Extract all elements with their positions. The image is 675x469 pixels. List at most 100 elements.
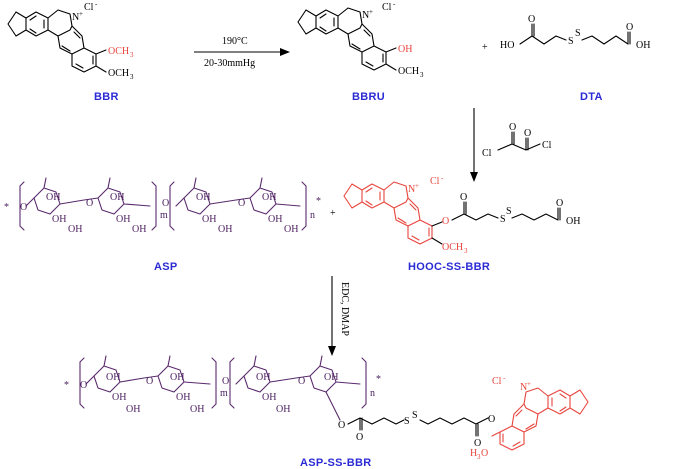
oxalyl-cl-left: Cl [482,148,492,159]
atom-label: O [20,202,27,213]
condition-temperature: 190°C [222,36,248,47]
atom-label: 3 [130,51,134,59]
atom-label: S [412,410,418,421]
atom-label: OH [126,404,140,415]
hooc-ss-bbr-structure: O O S S O OH OCH 3 N + Cl - [343,174,580,255]
atom-label: OH [202,214,216,225]
atom-label: S [506,206,512,217]
atom-label: OH [284,224,298,235]
atom-label: S [404,416,410,427]
atom-label: 3 [477,453,481,461]
oxalyl-o-left: O [509,122,516,133]
atom-label: S [500,214,506,225]
atom-label: OH [256,372,270,383]
atom-label: m [160,210,168,221]
disulfide-linker: O O S S O O [338,410,495,449]
atom-label: O [86,198,93,209]
asp-structure [19,177,307,231]
atom-label: O [460,192,467,203]
atom-label: N [520,382,527,393]
atom-label: O [338,420,345,431]
dta-s2: S [575,28,581,39]
atom-label: 3 [420,71,424,79]
bbr-och3-lower: OCH [108,68,129,79]
oxalyl-chloride: Cl Cl O O [482,122,552,159]
label-asp-ss-bbr: ASP-SS-BBR [300,457,371,469]
atom-label: 3 [130,73,134,81]
atom-label: OH [52,214,66,225]
atom-label: H [470,448,477,459]
atom-label: OH [196,192,210,203]
atom-label: O [80,380,87,391]
atom-label: Cl [492,376,502,387]
atom-label: n [370,388,375,399]
condition-coupling: EDC, DMAP [339,282,350,336]
asp-ss-bbr-berberine [491,387,589,451]
label-hooc-ss-bbr: HOOC-SS-BBR [408,261,490,273]
label-dta: DTA [580,91,603,103]
atom-label: * [4,202,9,213]
atom-label: O [162,198,169,209]
dta-s1: S [568,36,574,47]
dta-o-left: O [528,14,535,25]
bbru-structure: OH OCH 3 N + Cl - [297,0,424,79]
arrow-step3 [328,276,336,356]
hooc-ester-o: O [442,216,449,227]
atom-label: OH [262,392,276,403]
atom-label: N [408,184,415,195]
atom-label: OH [268,214,282,225]
atom-label: OH [106,372,120,383]
atom-label: O [488,414,495,425]
atom-label: OH [110,192,124,203]
oxalyl-cl-right: Cl [542,140,552,151]
asp-ss-bbr-berberine-atoms: N + Cl - H 3 O HO [470,374,531,461]
atom-label: OH [46,192,60,203]
asp-ss-bbr-polymer [79,355,367,421]
dta-o-right: O [626,22,633,33]
atom-label: + [527,380,531,388]
atom-label: * [64,380,69,391]
atom-label: - [95,0,98,8]
bbr-n-plus: N [72,12,79,23]
atom-label: O [222,376,229,387]
condition-pressure: 20-30mmHg [204,58,255,69]
atom-label: OH [132,224,146,235]
atom-label: OH [170,372,184,383]
atom-label: + [79,10,83,18]
atom-label: - [503,374,506,382]
atom-label: - [393,0,396,8]
label-asp: ASP [154,261,178,273]
atom-label: OH [112,392,126,403]
dta-structure: HO O S S O OH [500,14,650,51]
atom-label: n [310,210,315,221]
atom-label: - [441,174,444,182]
atom-label: OH [116,214,130,225]
bbru-cl-minus: Cl [382,2,392,13]
asp-ss-bbr-polymer-atoms: * O OH OH OH O OH OH OH m O OH OH OH O O… [64,372,381,415]
atom-label: OH [324,372,338,383]
dta-ho: HO [500,40,514,51]
dta-oh: OH [636,40,650,51]
atom-label: OH [276,404,290,415]
asp-atoms: * O OH OH OH O OH OH OH m O OH OH OH O O… [4,192,321,235]
bbr-cl-minus: Cl [84,2,94,13]
plus-sign-1: + [482,42,488,53]
atom-label: O [481,448,488,459]
label-bbr: BBR [94,91,119,103]
atom-label: O [298,376,305,387]
arrow-step1 [194,48,290,56]
atom-label: * [376,374,381,385]
atom-label: OH [262,192,276,203]
oxalyl-o-right: O [524,128,531,139]
bbru-n-plus: N [362,10,369,21]
bbru-och3: OCH [398,66,419,77]
atom-label: O [146,376,153,387]
bbru-oh: OH [398,44,412,55]
bbr-structure: OCH 3 OCH 3 N + Cl - [7,0,134,81]
atom-label: 3 [464,247,468,255]
atom-label: OH [566,216,580,227]
atom-label: + [415,182,419,190]
atom-label: * [316,196,321,207]
hooc-och3: OCH [442,242,463,253]
